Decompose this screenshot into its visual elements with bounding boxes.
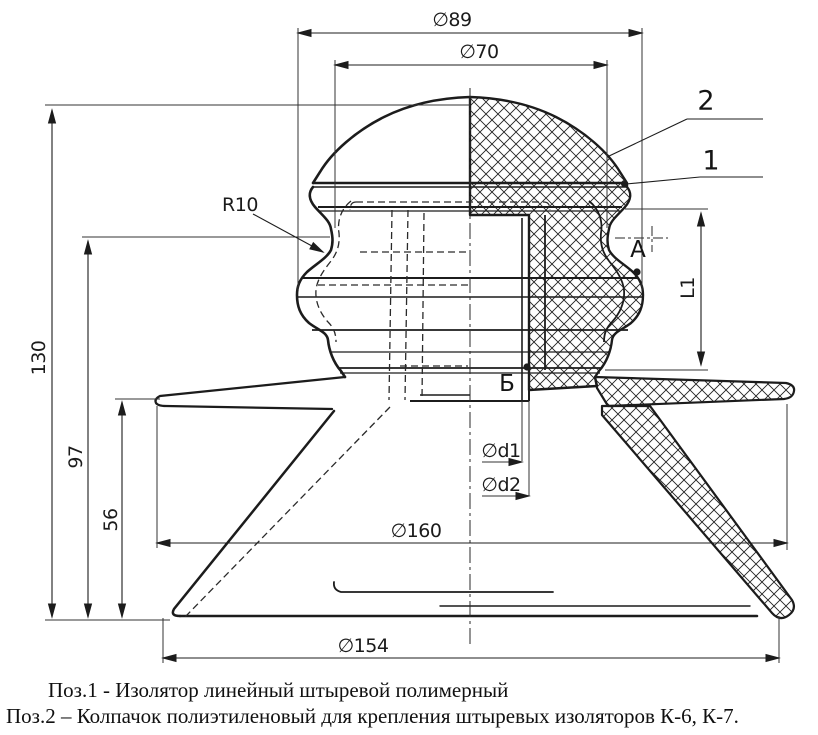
zone-label-a: А	[630, 237, 646, 263]
dim-97: 97	[65, 445, 87, 469]
extension-lines	[45, 28, 788, 663]
part-label-1: 1	[702, 145, 720, 177]
dim-dia89: ∅89	[432, 9, 472, 31]
outline-left	[154, 95, 759, 618]
dim-dia154: ∅154	[337, 635, 389, 657]
section-internal	[470, 200, 625, 401]
zone-label-b: Б	[499, 371, 515, 397]
dimension-lines	[47, 28, 789, 663]
dim-l1: L1	[677, 277, 699, 299]
dim-r10: R10	[222, 194, 258, 216]
dim-d1: ∅d1	[481, 440, 521, 462]
hidden-lines	[183, 200, 551, 619]
dim-d2: ∅d2	[481, 474, 521, 496]
leader-lines	[252, 118, 763, 371]
dim-56: 56	[100, 508, 122, 532]
dim-dia160: ∅160	[390, 520, 442, 542]
dim-130: 130	[28, 340, 50, 376]
caption-pos2: Поз.2 – Колпачок полиэтиленовый для креп…	[6, 704, 739, 728]
caption-pos1: Поз.1 - Изолятор линейный штыревой полим…	[48, 678, 509, 702]
dim-dia70: ∅70	[459, 41, 499, 63]
section-hatch	[468, 95, 796, 620]
part-label-2: 2	[697, 85, 715, 117]
